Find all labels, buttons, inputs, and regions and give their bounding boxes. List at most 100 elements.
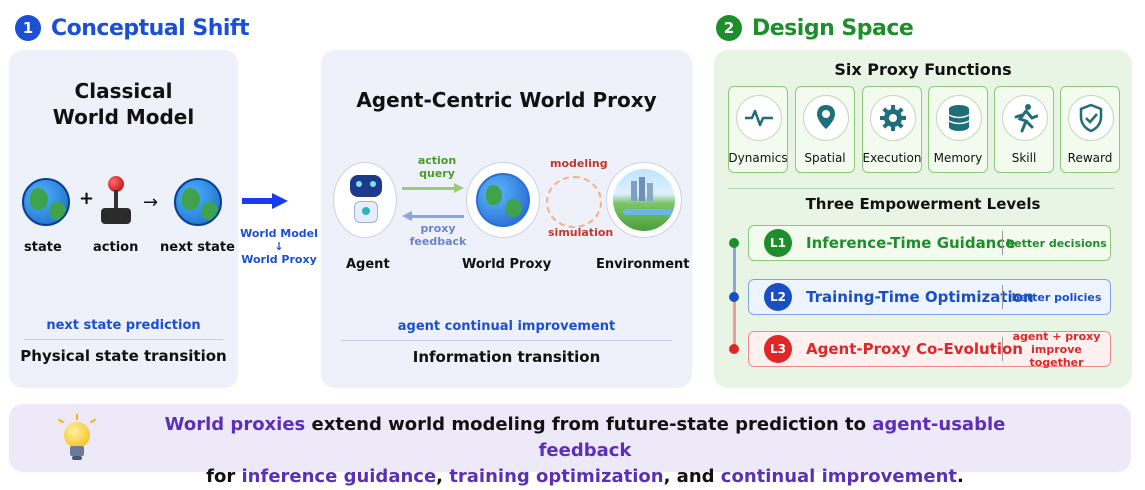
proxy-feedback-line2: feedback — [409, 235, 467, 248]
level-dot — [729, 238, 739, 248]
section2-number: 2 — [716, 15, 742, 41]
level-note-line: improve together — [1029, 342, 1084, 369]
level-l1: L1 Inference-Time Guidance better decisi… — [748, 225, 1111, 261]
transition-line2: World Proxy — [241, 253, 317, 266]
function-label: Skill — [1011, 151, 1037, 165]
environment-icon — [606, 162, 682, 238]
spatial-icon — [803, 95, 849, 141]
function-card-reward: Reward — [1060, 86, 1120, 173]
summary-panel — [9, 404, 1131, 472]
summary-line1: World proxies extend world modeling from… — [120, 412, 1050, 464]
function-card-skill: Skill — [994, 86, 1054, 173]
agentic-subtitle: Information transition — [412, 348, 601, 366]
section2-title: Design Space — [752, 15, 914, 41]
globe-icon — [174, 178, 222, 226]
level-dot — [729, 292, 739, 302]
memory-icon — [936, 95, 982, 141]
dynamics-icon — [736, 95, 782, 141]
summary-text: World proxies extend world modeling from… — [120, 412, 1050, 490]
function-card-memory: Memory — [928, 86, 988, 173]
classical-title-line2: World Model — [52, 105, 195, 129]
transition-label: World Model ↓ World Proxy — [240, 227, 318, 266]
functions-title: Six Proxy Functions — [834, 60, 1012, 79]
function-label: Reward — [1067, 151, 1113, 165]
function-card-spatial: Spatial — [795, 86, 855, 173]
arrow-right-green-icon — [402, 183, 464, 194]
agent-label: Agent — [346, 257, 390, 272]
agentic-caption: agent continual improvement — [397, 319, 616, 334]
function-label: Spatial — [804, 151, 846, 165]
classical-title-line1: Classical — [74, 79, 173, 103]
classical-title: Classical World Model — [9, 78, 238, 130]
transition-arrow: ↓ — [274, 240, 284, 253]
environment-label: Environment — [596, 257, 690, 272]
divider — [728, 188, 1114, 189]
skill-icon — [1002, 95, 1048, 141]
level-title: Inference-Time Guidance — [806, 234, 1016, 252]
plus-sign: + — [79, 188, 95, 209]
globe-icon — [22, 178, 70, 226]
divider — [341, 340, 672, 341]
divider — [1002, 231, 1003, 255]
cycle-arrows-icon — [546, 176, 602, 228]
section2-header: 2 Design Space — [716, 15, 914, 41]
divider — [1002, 337, 1003, 361]
function-label: Memory — [933, 151, 983, 165]
classical-caption: next state prediction — [46, 318, 201, 333]
proxy-feedback-line1: proxy — [420, 222, 456, 235]
action-label: action — [93, 240, 139, 255]
level-l2: L2 Training-Time Optimization better pol… — [748, 279, 1111, 315]
function-label: Execution — [862, 151, 922, 165]
level-l3: L3 Agent-Proxy Co-Evolution agent + prox… — [748, 330, 1111, 369]
level-note: better policies — [1003, 291, 1110, 304]
world-proxy-icon — [466, 162, 540, 238]
arrow-left-blue-icon — [402, 211, 464, 222]
summary-highlight: inference guidance — [241, 466, 437, 487]
summary-text-part: extend world modeling from future-state … — [305, 414, 873, 435]
reward-icon — [1068, 95, 1114, 141]
section1-number: 1 — [15, 15, 41, 41]
summary-text-part: , and — [663, 466, 721, 487]
summary-text-part: , — [436, 466, 450, 487]
execution-icon — [870, 95, 916, 141]
level-note-line: agent + proxy — [1012, 329, 1101, 343]
summary-text-part: . — [957, 466, 964, 487]
function-card-execution: Execution — [862, 86, 922, 173]
classical-subtitle: Physical state transition — [20, 347, 227, 365]
section1-title: Conceptual Shift — [51, 15, 250, 41]
level-badge: L2 — [764, 283, 792, 311]
proxy-feedback-label: proxy feedback — [408, 222, 468, 248]
action-query-line1: action — [417, 154, 457, 167]
divider — [24, 339, 223, 340]
lightbulb-icon — [57, 414, 97, 462]
simulation-label: simulation — [548, 226, 614, 239]
joystick-icon — [97, 176, 137, 228]
next-state-label: next state — [160, 240, 235, 255]
level-note: better decisions — [1003, 237, 1110, 250]
summary-highlight: continual improvement — [720, 466, 957, 487]
levels-title: Three Empowerment Levels — [805, 195, 1041, 213]
level-badge: L3 — [764, 335, 792, 363]
big-arrow-icon — [242, 193, 290, 209]
agentic-title: Agent-Centric World Proxy — [356, 88, 657, 112]
level-title: Training-Time Optimization — [806, 288, 1034, 306]
level-track — [733, 297, 736, 349]
state-label: state — [24, 240, 62, 255]
summary-highlight: training optimization — [449, 466, 664, 487]
level-track — [733, 242, 736, 297]
world-proxy-label: World Proxy — [462, 257, 552, 272]
level-badge: L1 — [764, 229, 792, 257]
summary-highlight: agent-usable feedback — [538, 414, 1006, 461]
function-card-dynamics: Dynamics — [728, 86, 788, 173]
transition-line1: World Model — [240, 227, 318, 240]
level-note: agent + proxy improve together — [1003, 330, 1110, 369]
divider — [1002, 285, 1003, 309]
level-note-line: better policies — [1011, 290, 1102, 304]
summary-highlight: World proxies — [164, 414, 306, 435]
summary-text-part: for — [206, 466, 242, 487]
arrow-right-icon: → — [143, 192, 159, 213]
function-label: Dynamics — [728, 151, 788, 165]
level-dot — [729, 344, 739, 354]
action-query-label: action query — [412, 154, 462, 180]
section1-header: 1 Conceptual Shift — [15, 15, 250, 41]
